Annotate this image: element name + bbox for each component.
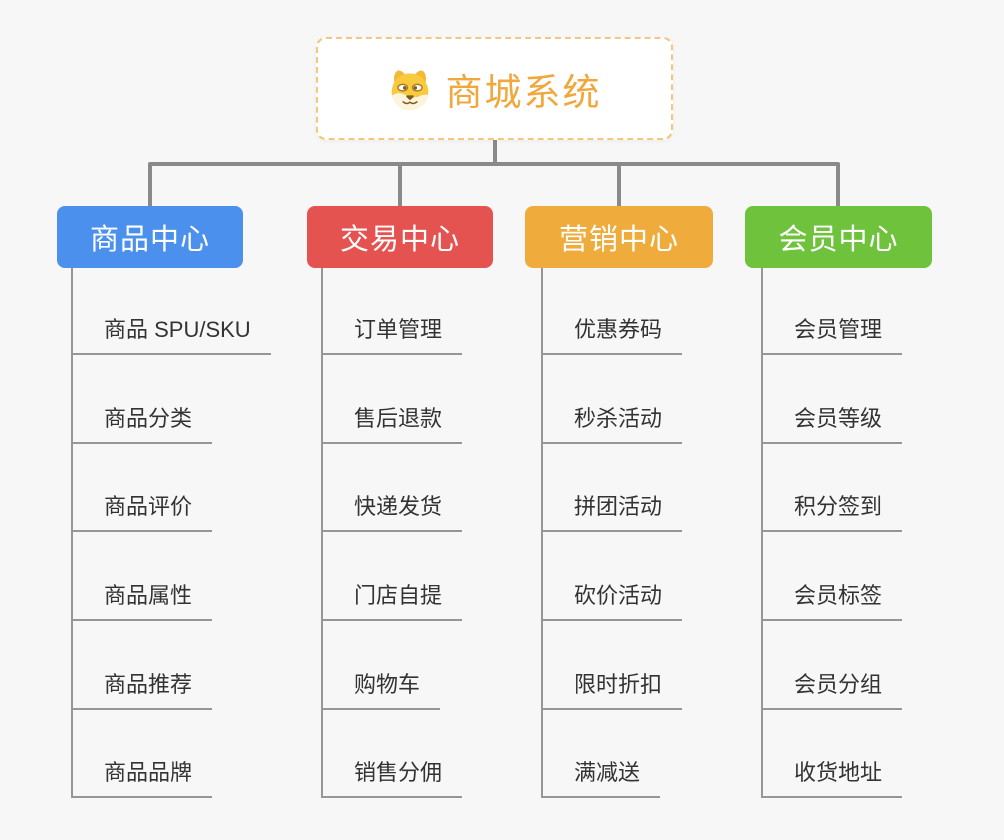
leaf-points-check-in[interactable]: 积分签到 xyxy=(761,492,903,532)
leaf-bargain-activity[interactable]: 砍价活动 xyxy=(541,581,683,621)
leaf-limited-time-discount[interactable]: 限时折扣 xyxy=(541,670,683,710)
branch-spine-marketing xyxy=(541,268,543,798)
connector-drop-product xyxy=(148,164,152,207)
leaf-product-attribute[interactable]: 商品属性 xyxy=(71,581,213,621)
branch-product-center[interactable]: 商品中心 xyxy=(57,206,243,268)
leaf-after-sales-refund[interactable]: 售后退款 xyxy=(321,404,463,444)
leaf-product-category[interactable]: 商品分类 xyxy=(71,404,213,444)
connector-root-stub xyxy=(493,140,497,166)
leaf-store-pickup[interactable]: 门店自提 xyxy=(321,581,463,621)
leaf-full-reduction-gift[interactable]: 满减送 xyxy=(541,758,661,798)
branch-trade-center[interactable]: 交易中心 xyxy=(307,206,493,268)
leaf-coupon-codes[interactable]: 优惠券码 xyxy=(541,315,683,355)
leaf-sales-commission[interactable]: 销售分佣 xyxy=(321,758,463,798)
leaf-shipping-address[interactable]: 收货地址 xyxy=(761,758,903,798)
root-title: 商城系统 xyxy=(445,71,602,113)
leaf-shopping-cart[interactable]: 购物车 xyxy=(321,670,441,710)
leaf-member-level[interactable]: 会员等级 xyxy=(761,404,903,444)
leaf-flash-sale[interactable]: 秒杀活动 xyxy=(541,404,683,444)
leaf-member-groups[interactable]: 会员分组 xyxy=(761,670,903,710)
connector-drop-member xyxy=(836,164,840,207)
leaf-group-buying[interactable]: 拼团活动 xyxy=(541,492,683,532)
connector-drop-trade xyxy=(398,164,402,207)
leaf-member-tags[interactable]: 会员标签 xyxy=(761,581,903,621)
leaf-product-spu-sku[interactable]: 商品 SPU/SKU xyxy=(71,315,271,355)
leaf-express-shipping[interactable]: 快递发货 xyxy=(321,492,463,532)
branch-marketing-center[interactable]: 营销中心 xyxy=(525,206,713,268)
leaf-product-review[interactable]: 商品评价 xyxy=(71,492,213,532)
leaf-product-brand[interactable]: 商品品牌 xyxy=(71,758,213,798)
branch-spine-member xyxy=(761,268,763,798)
branch-member-center[interactable]: 会员中心 xyxy=(745,206,932,268)
connector-drop-marketing xyxy=(617,164,621,207)
branch-spine-product xyxy=(71,268,73,798)
leaf-product-recommendation[interactable]: 商品推荐 xyxy=(71,670,213,710)
leaf-order-management[interactable]: 订单管理 xyxy=(321,315,463,355)
dog-face-icon xyxy=(388,67,432,111)
connector-horizontal-bar xyxy=(148,162,840,166)
branch-spine-trade xyxy=(321,268,323,798)
leaf-member-management[interactable]: 会员管理 xyxy=(761,315,903,355)
root-node-mall-system[interactable]: 商城系统 xyxy=(316,37,673,140)
